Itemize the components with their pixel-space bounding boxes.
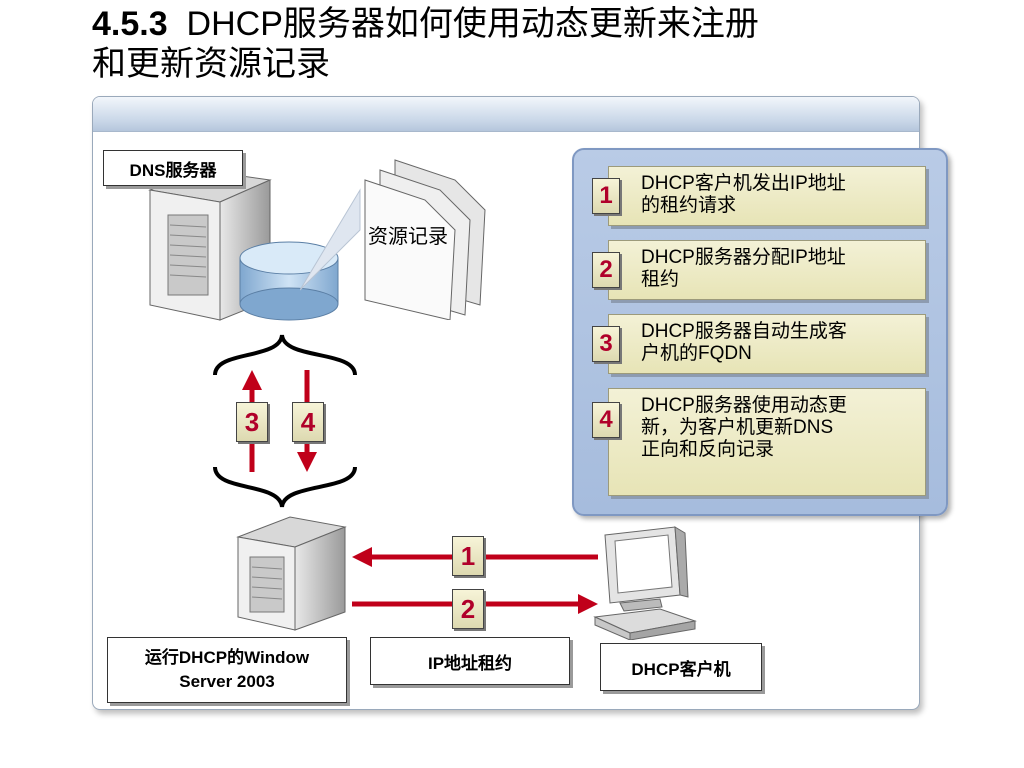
dhcp-server-label-line-1: 运行DHCP的Window [144, 648, 310, 667]
arrow-left-step-1 [352, 547, 598, 567]
badge-step-3-up: 3 [236, 402, 268, 442]
step-2: DHCP服务器分配IP地址 租约 [608, 240, 926, 300]
ip-lease-label: IP地址租约 [370, 637, 570, 685]
step-3-number-badge: 3 [592, 326, 620, 362]
page-title: 4.5.3 DHCP服务器如何使用动态更新来注册 和更新资源记录 [92, 4, 992, 84]
dhcp-client-label: DHCP客户机 [600, 643, 762, 691]
step-1-number-badge: 1 [592, 178, 620, 214]
resource-record-documents-icon [300, 159, 486, 320]
step-4: DHCP服务器使用动态更 新，为客户机更新DNS 正向和反向记录 [608, 388, 926, 496]
dns-server-label: DNS服务器 [103, 150, 243, 186]
step-2-number-badge: 2 [592, 252, 620, 288]
dns-server-icon [148, 169, 339, 321]
step-4-text-line-3: 正向和反向记录 [641, 439, 775, 460]
step-1-text-line-1: DHCP客户机发出IP地址 [641, 173, 846, 194]
steps-panel: DHCP客户机发出IP地址 的租约请求 DHCP服务器分配IP地址 租约 DHC… [572, 148, 948, 516]
step-3-text-line-1: DHCP服务器自动生成客 [641, 321, 847, 342]
panel-header-bar [93, 97, 919, 132]
section-number: 4.5.3 [92, 5, 168, 43]
badge-step-2-right: 2 [452, 589, 484, 629]
dhcp-server-label: 运行DHCP的Window Server 2003 [107, 637, 347, 703]
step-1-text-line-2: 的租约请求 [641, 195, 737, 216]
badge-step-1-left: 1 [452, 536, 484, 576]
badge-step-4-down: 4 [292, 402, 324, 442]
resource-records-label: 资源记录 [368, 226, 448, 248]
step-1: DHCP客户机发出IP地址 的租约请求 [608, 166, 926, 226]
dhcp-server-label-line-2: Server 2003 [179, 672, 275, 691]
title-line-1: DHCP服务器如何使用动态更新来注册 [186, 5, 759, 43]
step-2-text-line-1: DHCP服务器分配IP地址 [641, 247, 846, 268]
step-4-text-line-1: DHCP服务器使用动态更 [641, 395, 847, 416]
brace-bottom [213, 466, 357, 508]
brace-top [213, 334, 357, 376]
step-3: DHCP服务器自动生成客 户机的FQDN [608, 314, 926, 374]
step-4-number-badge: 4 [592, 402, 620, 438]
client-computer-icon [593, 526, 697, 640]
step-3-text-line-2: 户机的FQDN [641, 343, 752, 364]
step-2-text-line-2: 租约 [641, 269, 680, 290]
step-4-text-line-2: 新，为客户机更新DNS [641, 417, 834, 438]
dhcp-server-icon [236, 516, 347, 631]
title-line-2: 和更新资源记录 [92, 45, 330, 83]
